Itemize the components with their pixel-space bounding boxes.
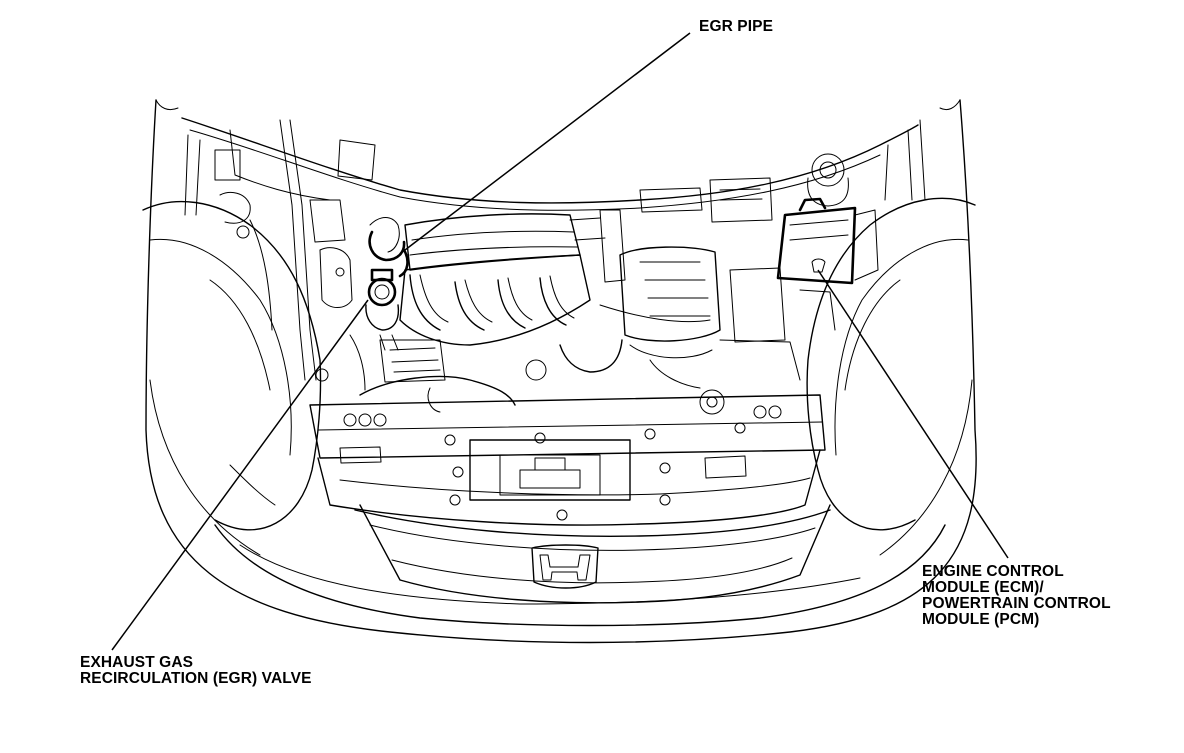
intake-manifold — [399, 209, 711, 381]
leader-egr-pipe — [404, 32, 691, 251]
ecm-pcm-label-line1: ENGINE CONTROL — [922, 563, 1064, 580]
headlight-right — [806, 197, 976, 531]
ecm-pcm-label-line4: MODULE (PCM) — [922, 611, 1040, 628]
egr-valve — [365, 217, 409, 351]
leader-egr-valve — [111, 299, 369, 651]
leader-ecm — [817, 269, 1009, 559]
vehicle-front-outline — [145, 99, 977, 644]
air-cleaner-box — [619, 177, 801, 415]
egr-valve-label-line2: RECIRCULATION (EGR) VALVE — [80, 670, 312, 687]
headlight-left — [142, 200, 322, 531]
ecm-pcm-label: ENGINE CONTROL MODULE (ECM)/ POWERTRAIN … — [922, 564, 1111, 628]
left-components — [236, 119, 516, 413]
leader-lines — [111, 32, 1009, 651]
egr-pipe-label: EGR PIPE — [699, 19, 773, 35]
ecm-pcm — [776, 197, 879, 331]
cowl-structure — [181, 117, 926, 224]
egr-valve-label-line1: EXHAUST GAS — [80, 654, 194, 671]
ecm-pcm-label-line2: MODULE (ECM)/ — [922, 579, 1044, 596]
egr-pipe-label-text: EGR PIPE — [699, 18, 774, 35]
radiator-support — [309, 394, 826, 526]
grille — [354, 504, 831, 604]
egr-valve-label: EXHAUST GAS RECIRCULATION (EGR) VALVE — [80, 655, 312, 687]
emblem — [531, 544, 599, 589]
ecm-pcm-label-line3: POWERTRAIN CONTROL — [922, 595, 1111, 612]
